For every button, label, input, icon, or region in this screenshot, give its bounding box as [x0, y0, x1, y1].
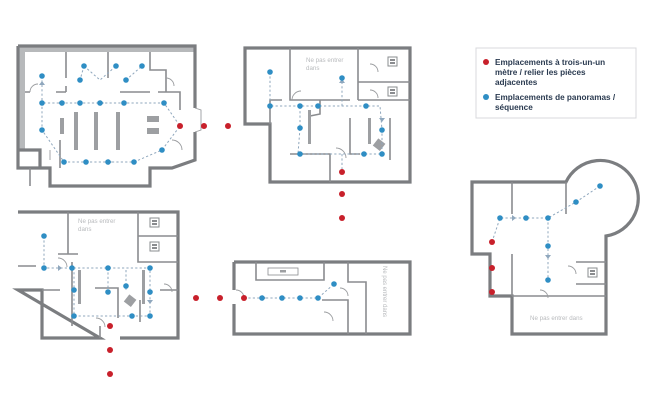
legend-blue-line-2: séquence — [495, 103, 533, 112]
legend-blue-line-1: Emplacements de panoramas / — [495, 93, 616, 102]
floor-plan-5: Ne pas entrer dans — [470, 158, 640, 336]
legend: Emplacements à trois-un-un mètre / relie… — [475, 47, 637, 119]
floor-plan-4: Ne pas entrer dans — [232, 260, 412, 336]
floor-plan-3: Ne pas entrer dans — [12, 210, 223, 377]
floor-plan-2: Ne pas entrer dans — [243, 46, 412, 221]
floor-plan-1 — [16, 44, 231, 188]
legend-red-line-2: mètre / relier les pièces — [495, 68, 586, 77]
blue-dot-icon — [483, 94, 489, 100]
restricted-room-label-5: Ne pas entrer dans — [381, 266, 387, 317]
restricted-room-label-4: dans — [78, 226, 91, 233]
restricted-room-label-2: dans — [306, 65, 319, 72]
legend-red-line-3: adjacentes — [495, 78, 538, 87]
restricted-room-label-6: Ne pas entrer dans — [530, 315, 583, 322]
restricted-room-label-3: Ne pas entrer — [78, 218, 116, 225]
restricted-room-label: Ne pas entrer — [306, 57, 344, 64]
legend-red-line-1: Emplacements à trois-un-un — [495, 58, 605, 67]
red-dot-icon — [483, 59, 489, 65]
